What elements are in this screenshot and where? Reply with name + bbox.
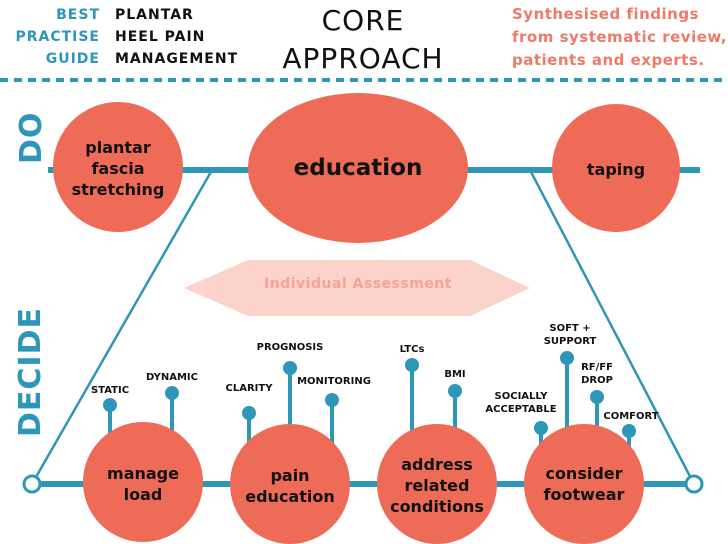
decide-line-start-node [22, 474, 42, 494]
title-line: CORE [321, 4, 405, 37]
pin-head-rfff [590, 390, 604, 404]
pin-head-dynamic [165, 386, 179, 400]
annotation-clarity: CLARITY [225, 383, 273, 394]
pain-education-circle [230, 424, 350, 544]
pin-head-static [103, 398, 117, 412]
assessment-diamond [184, 260, 530, 316]
manage-load-line: load [123, 485, 163, 504]
note-line: from systematic review, [512, 28, 727, 46]
annotation-line: DROP [581, 375, 613, 386]
stretching-circle [53, 102, 183, 232]
annotation-soft-support: SOFT + SUPPORT [532, 322, 608, 348]
pain-education-line: pain [270, 466, 310, 485]
title-line: APPROACH [282, 42, 444, 75]
manage-load-label: manage load [93, 462, 193, 506]
stretching-line: plantar [85, 137, 151, 157]
stretching-line: stretching [71, 179, 165, 199]
address-conditions-label: address related conditions [382, 452, 492, 518]
taping-circle [552, 104, 680, 232]
annotation-line: ACCEPTABLE [485, 404, 557, 415]
pin-heads [103, 351, 636, 438]
stretching-label: plantar fascia stretching [58, 132, 178, 204]
guide-label: BEST PRACTISE GUIDE [0, 4, 100, 70]
annotation-static: STATIC [90, 385, 130, 396]
topic-line: HEEL PAIN [115, 29, 206, 45]
annotation-ltcs: LTCs [399, 344, 425, 355]
education-label: education [293, 155, 423, 181]
pin-head-socially [534, 421, 548, 435]
note-line: Synthesised findings [512, 5, 699, 23]
do-section-label: DO [14, 111, 49, 164]
annotation-line: SOFT + [549, 323, 591, 334]
consider-footwear-line: consider [545, 464, 623, 483]
stretching-line: fascia [91, 158, 145, 178]
pin-head-bmi [448, 384, 462, 398]
consider-footwear-label: consider footwear [529, 462, 639, 506]
annotation-dynamic: DYNAMIC [146, 372, 198, 383]
annotation-line: SUPPORT [543, 336, 597, 347]
annotation-socially-acceptable: SOCIALLY ACCEPTABLE [480, 390, 562, 416]
annotation-line: RF/FF [581, 362, 613, 373]
guide-line: GUIDE [45, 51, 100, 67]
page-title: CORE APPROACH [258, 2, 468, 78]
annotation-line: SOCIALLY [494, 391, 548, 402]
trapezoid-right-edge [528, 169, 696, 485]
address-conditions-circle [377, 424, 497, 544]
guide-line: BEST [56, 7, 100, 23]
assessment-label: Individual Assessment [264, 276, 452, 292]
pin-head-monitoring [325, 393, 339, 407]
pin-head-comfort [622, 424, 636, 438]
guide-line: PRACTISE [15, 29, 100, 45]
note-line: patients and experts. [512, 51, 705, 69]
pin-head-ltcs [405, 358, 419, 372]
topic-line: PLANTAR [115, 7, 194, 23]
address-conditions-line: address [401, 454, 473, 474]
decide-section-label: DECIDE [13, 307, 48, 437]
annotation-bmi: BMI [444, 369, 466, 380]
trapezoid-left-edge [30, 169, 214, 485]
address-conditions-line: conditions [390, 496, 484, 516]
pain-education-label: pain education [240, 464, 340, 508]
decide-line-end-node [684, 474, 704, 494]
education-circle [248, 93, 468, 243]
consider-footwear-circle [524, 424, 644, 544]
topic-line: MANAGEMENT [115, 51, 239, 67]
manage-load-line: manage [107, 464, 179, 483]
taping-label: taping [586, 159, 646, 179]
annotation-rfff-drop: RF/FF DROP [568, 361, 626, 387]
findings-note: Synthesised findings from systematic rev… [512, 3, 728, 72]
manage-load-circle [83, 422, 203, 542]
annotation-prognosis: PROGNOSIS [256, 342, 324, 353]
pin-head-clarity [242, 406, 256, 420]
pin-head-prognosis [283, 361, 297, 375]
annotation-comfort: COMFORT [603, 411, 659, 422]
annotation-monitoring: MONITORING [297, 376, 371, 387]
topic-label: PLANTAR HEEL PAIN MANAGEMENT [115, 4, 238, 70]
pin-head-soft-support [560, 351, 574, 365]
pain-education-line: education [245, 487, 335, 506]
address-conditions-line: related [404, 475, 470, 495]
consider-footwear-line: footwear [543, 485, 625, 504]
